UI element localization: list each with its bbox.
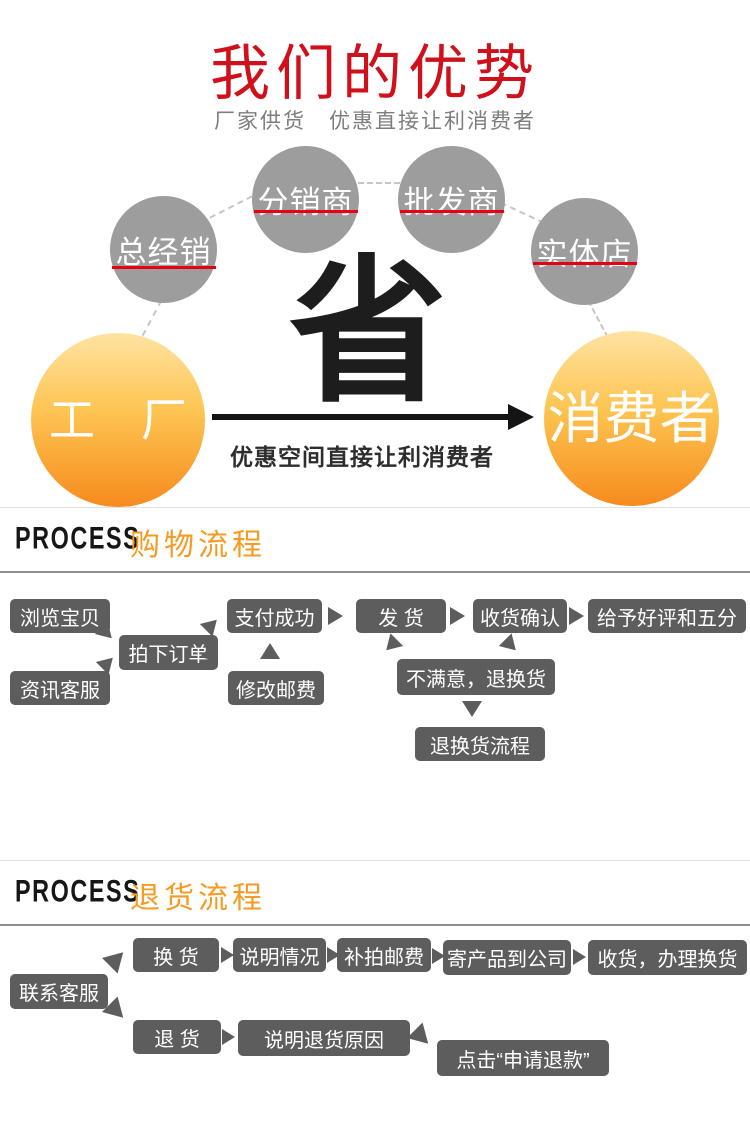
- dashed-connector: [587, 299, 609, 339]
- flow-arrow-icon: [407, 1022, 436, 1052]
- flow-arrow-icon: [432, 948, 445, 964]
- dashed-connector: [358, 182, 400, 184]
- flow-node-refund: 退 货: [133, 1020, 221, 1054]
- flow-arrow-icon: [573, 949, 586, 965]
- consumer-circle: 消费者: [544, 331, 719, 506]
- flow-node-return-flow: 退换货流程: [415, 727, 545, 761]
- middleman-text: 批发商: [403, 185, 500, 220]
- red-strikethrough-line: [399, 210, 504, 214]
- flow-node-unsatisfied: 不满意，退换货: [397, 659, 555, 695]
- save-character: 省: [289, 245, 447, 421]
- flow-node-contact-service: 联系客服: [10, 974, 108, 1009]
- page-subtitle: 厂家供货 优惠直接让利消费者: [214, 110, 536, 133]
- factory-circle: 工 厂: [31, 333, 205, 507]
- middleman-label: 分销商: [253, 177, 358, 222]
- return-process-header: PROCESS 退货流程: [0, 860, 750, 926]
- red-strikethrough-line: [532, 262, 637, 266]
- flow-node-explain-reason: 说明退货原因: [238, 1020, 410, 1056]
- flow-node-explain: 说明情况: [233, 938, 326, 972]
- page-title: 我们的优势: [210, 40, 540, 107]
- middleman-circle-fenxiaoshang: 分销商: [252, 146, 359, 253]
- middleman-text: 实体店: [536, 237, 633, 272]
- flow-arrow-icon: [102, 944, 131, 974]
- factory-consumer-arrow-line: [212, 414, 512, 420]
- flow-node-consult: 资讯客服: [10, 671, 110, 705]
- flow-node-send-product: 寄产品到公司: [443, 940, 571, 975]
- flow-node-receive-exchange: 收货，办理换货: [588, 940, 747, 975]
- flow-node-pay-success: 支付成功: [227, 599, 322, 633]
- flow-arrow-icon: [327, 947, 340, 963]
- flow-arrow-down-icon: [462, 701, 482, 717]
- flow-arrow-icon: [450, 607, 465, 625]
- flow-arrow-up-icon: [260, 643, 280, 659]
- factory-consumer-arrow-head-icon: [508, 404, 534, 430]
- process-en-label: PROCESS: [15, 521, 141, 556]
- flow-arrow-icon: [379, 633, 404, 657]
- flow-node-give-praise: 给予好评和五分: [588, 599, 746, 633]
- flow-node-exchange: 换 货: [133, 938, 219, 972]
- dashed-connector: [141, 299, 163, 337]
- middleman-label: 总经销: [111, 227, 216, 272]
- flow-node-place-order: 拍下订单: [119, 635, 218, 670]
- middleman-text: 分销商: [257, 185, 354, 220]
- middleman-circle-zongjingxiao: 总经销: [110, 196, 217, 303]
- middleman-label: 批发商: [399, 177, 504, 222]
- shopping-process-cn-label: 购物流程: [130, 529, 266, 562]
- flow-node-edit-postage: 修改邮费: [228, 671, 324, 705]
- middleman-label: 实体店: [532, 229, 637, 274]
- flow-arrow-icon: [498, 633, 523, 657]
- flow-node-confirm-receipt: 收货确认: [473, 599, 567, 633]
- consumer-label: 消费者: [547, 386, 716, 450]
- shopping-process-header: PROCESS 购物流程: [0, 507, 750, 573]
- middleman-circle-shitidian: 实体店: [531, 198, 638, 305]
- flow-arrow-icon: [222, 1029, 235, 1045]
- middleman-text: 总经销: [115, 235, 212, 270]
- flow-node-click-refund: 点击“申请退款”: [437, 1040, 609, 1076]
- flow-node-extra-postage: 补拍邮费: [337, 938, 431, 972]
- flow-node-browse: 浏览宝贝: [10, 599, 110, 633]
- process-en-label: PROCESS: [15, 874, 141, 909]
- middleman-circle-pifashang: 批发商: [398, 146, 505, 253]
- flow-arrow-icon: [328, 607, 343, 625]
- red-strikethrough-line: [111, 265, 216, 269]
- factory-label: 工 厂: [49, 394, 187, 446]
- flow-node-ship: 发 货: [356, 599, 446, 633]
- flow-arrow-icon: [569, 607, 584, 625]
- return-process-cn-label: 退货流程: [130, 882, 266, 915]
- arrow-caption: 优惠空间直接让利消费者: [230, 444, 494, 470]
- flow-arrow-icon: [199, 613, 224, 637]
- flow-arrow-icon: [221, 947, 234, 963]
- red-strikethrough-line: [253, 210, 358, 214]
